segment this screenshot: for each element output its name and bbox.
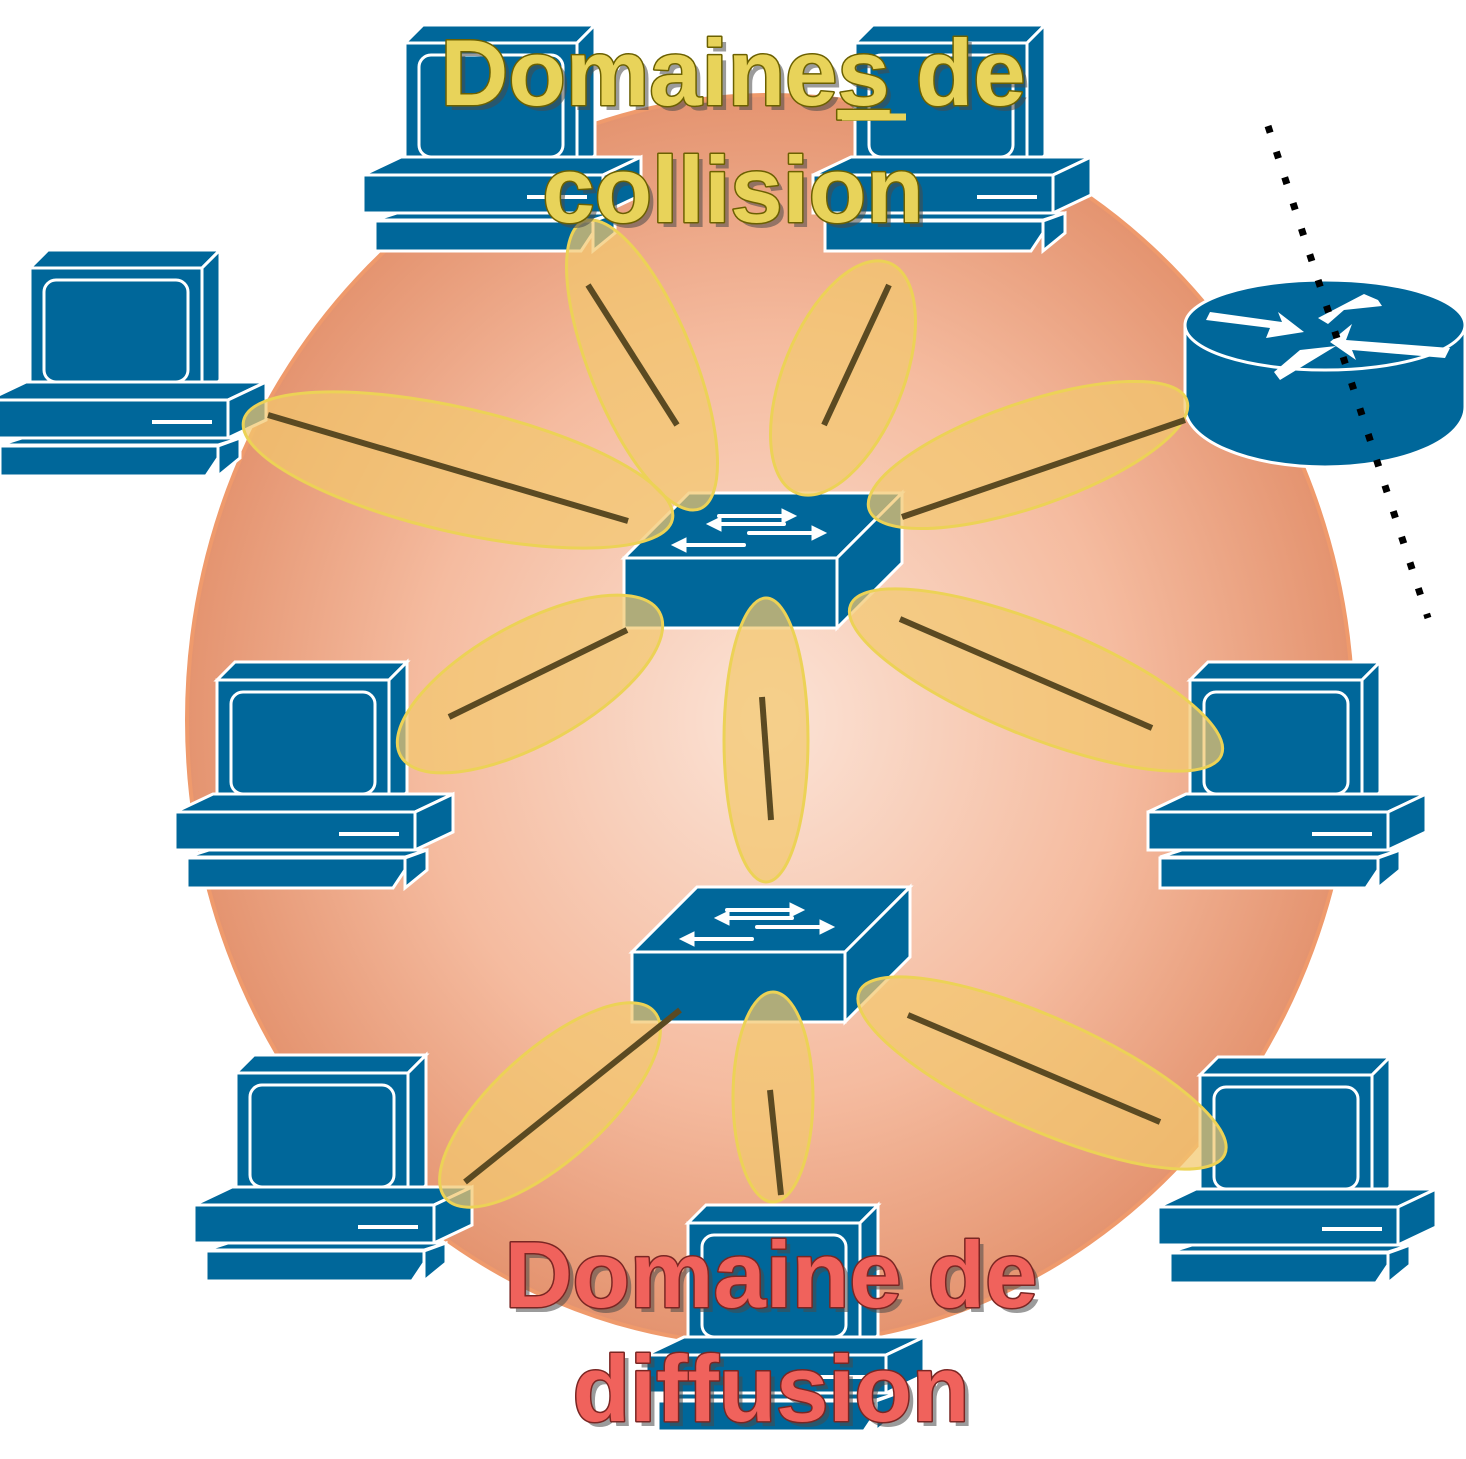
link — [447, 627, 629, 720]
link — [463, 1007, 682, 1185]
collision-domain — [395, 593, 665, 775]
link — [898, 616, 1154, 731]
collision-label-line2: collision — [542, 137, 923, 242]
computer-middle-right — [1146, 660, 1428, 890]
svg-text:Domaines de: Domaines de — [440, 20, 1025, 125]
computer-upper-left — [0, 248, 268, 478]
link — [767, 1089, 784, 1196]
link — [821, 283, 892, 427]
broadcast-label-line2: diffusion — [573, 1336, 970, 1441]
computer-bottom-right — [1156, 1055, 1438, 1285]
broadcast-label-line1: Domaine de — [505, 1222, 1038, 1327]
link — [585, 283, 680, 427]
collision-label-de: de — [890, 20, 1026, 125]
collision-label-plural-s: s — [837, 20, 889, 125]
link — [267, 412, 629, 524]
collision-domain — [866, 379, 1190, 531]
svg-text:Domaine de: Domaine de — [510, 1227, 1043, 1332]
link — [906, 1012, 1162, 1125]
link — [901, 417, 1186, 520]
collision-label-word: Domaine — [440, 20, 837, 125]
router — [1183, 278, 1466, 469]
svg-text:diffusion: diffusion — [578, 1341, 975, 1446]
links — [267, 283, 1186, 1196]
svg-text:collision: collision — [547, 142, 928, 247]
dotted-boundary — [1264, 124, 1432, 620]
link — [759, 696, 774, 821]
broadcast-domain-label: Domaine de Domaine de diffusion diffusio… — [503, 1221, 1043, 1447]
svg-text:Domaines de: Domaines de — [445, 25, 1030, 130]
collision-domain-label: Domaines de Domaines de collision collis… — [439, 19, 1031, 248]
